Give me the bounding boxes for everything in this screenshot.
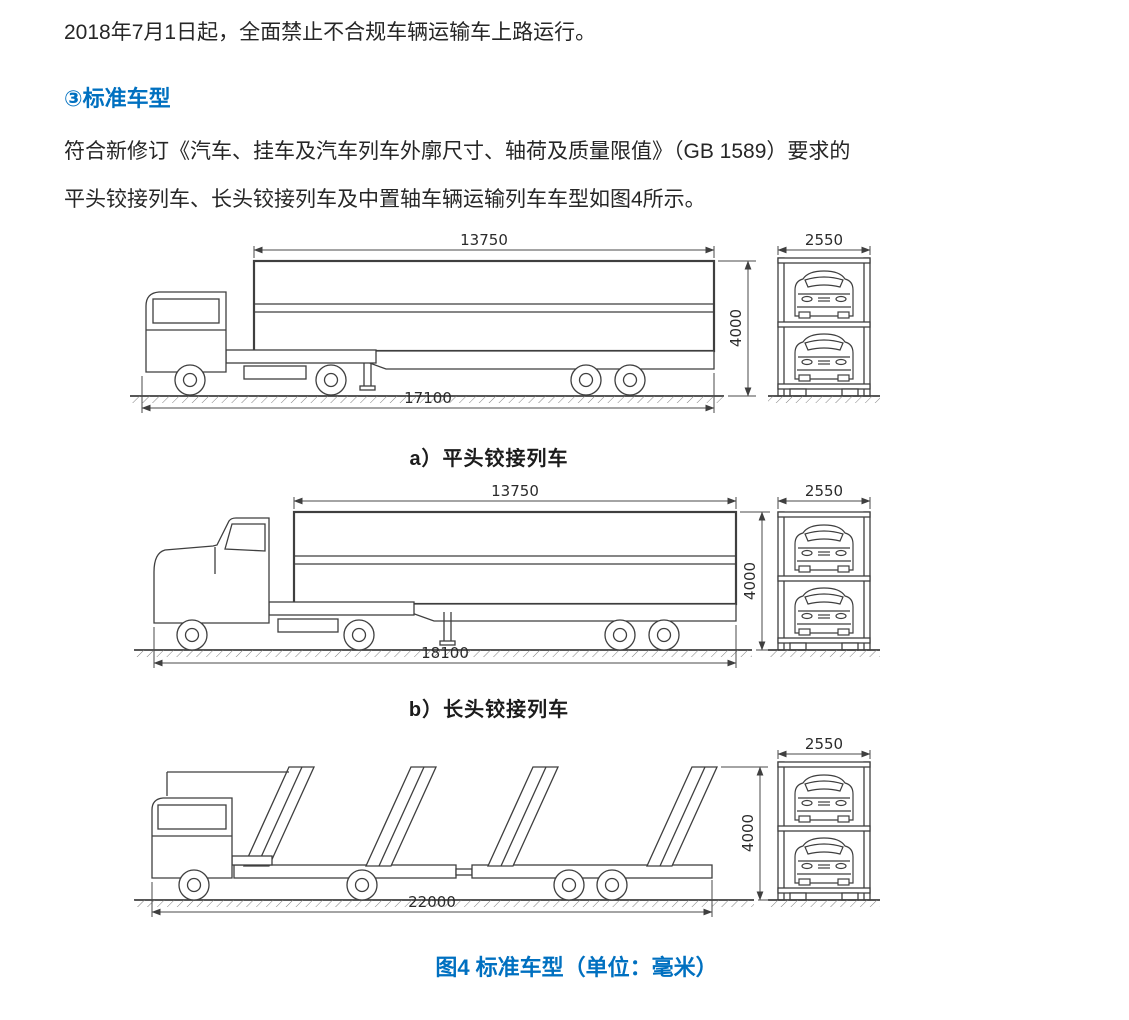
figure-c: 4000 22000 2550 <box>64 734 1089 930</box>
section-heading: ③标准车型 <box>64 86 171 111</box>
figure-caption: 图4 标准车型（单位：毫米） <box>435 955 718 980</box>
rear-view-a: 2550 <box>768 231 880 403</box>
figure-a-label: a）平头铰接列车 <box>409 448 569 470</box>
body-line-1: 符合新修订《汽车、挂车及汽车列车外廓尺寸、轴荷及质量限值》（GB 1589）要求… <box>64 140 851 163</box>
document-page: 2018年7月1日起，全面禁止不合规车辆运输车上路运行。 ③标准车型 符合新修订… <box>64 21 1089 980</box>
intro-paragraph: 2018年7月1日起，全面禁止不合规车辆运输车上路运行。 <box>64 21 597 44</box>
side-view-a <box>130 259 724 403</box>
diagram-centre-axle-carrier: 4000 22000 2550 <box>134 735 880 917</box>
figure-a: 13750 4000 17100 2550 a）平头铰接列车 <box>64 230 1089 471</box>
diagram-long-head-truck: 13750 4000 18100 2550 <box>134 482 880 668</box>
body-line-2: 平头铰接列车、长头铰接列车及中置轴车辆运输列车车型如图4所示。 <box>64 188 706 211</box>
dim-width-b: 2550 <box>805 482 843 500</box>
dim-trailer-length-b: 13750 <box>491 482 539 500</box>
cab-over-truck <box>151 797 233 879</box>
side-view-b <box>134 510 752 657</box>
side-view-c <box>134 766 754 907</box>
dim-width-a: 2550 <box>805 231 843 249</box>
dim-total-length-c: 22000 <box>408 893 456 911</box>
figure-b: 13750 4000 18100 2550 b）长头铰接列车 <box>64 481 1089 722</box>
long-nose-tractor <box>153 517 270 624</box>
rear-view-b: 2550 <box>768 482 880 657</box>
dim-height-b: 4000 <box>741 562 759 600</box>
dim-trailer-length-a: 13750 <box>460 231 508 249</box>
dim-total-length-a: 17100 <box>404 389 452 407</box>
dim-total-length-b: 18100 <box>421 644 469 662</box>
dimensions-a: 13750 4000 17100 <box>141 231 756 413</box>
dim-height-a: 4000 <box>727 309 745 347</box>
diagram-flat-head-truck: 13750 4000 17100 2550 <box>130 231 880 413</box>
rear-view-c: 2550 <box>768 735 880 907</box>
dimensions-c: 4000 22000 <box>151 766 768 917</box>
dimensions-b: 13750 4000 18100 <box>153 482 770 668</box>
figure-b-label: b）长头铰接列车 <box>408 699 570 721</box>
dim-width-c: 2550 <box>805 735 843 753</box>
body-paragraph: 符合新修订《汽车、挂车及汽车列车外廓尺寸、轴荷及质量限值》（GB 1589）要求… <box>64 128 1089 224</box>
cab-over-tractor <box>145 291 227 373</box>
dim-height-c: 4000 <box>739 814 757 852</box>
